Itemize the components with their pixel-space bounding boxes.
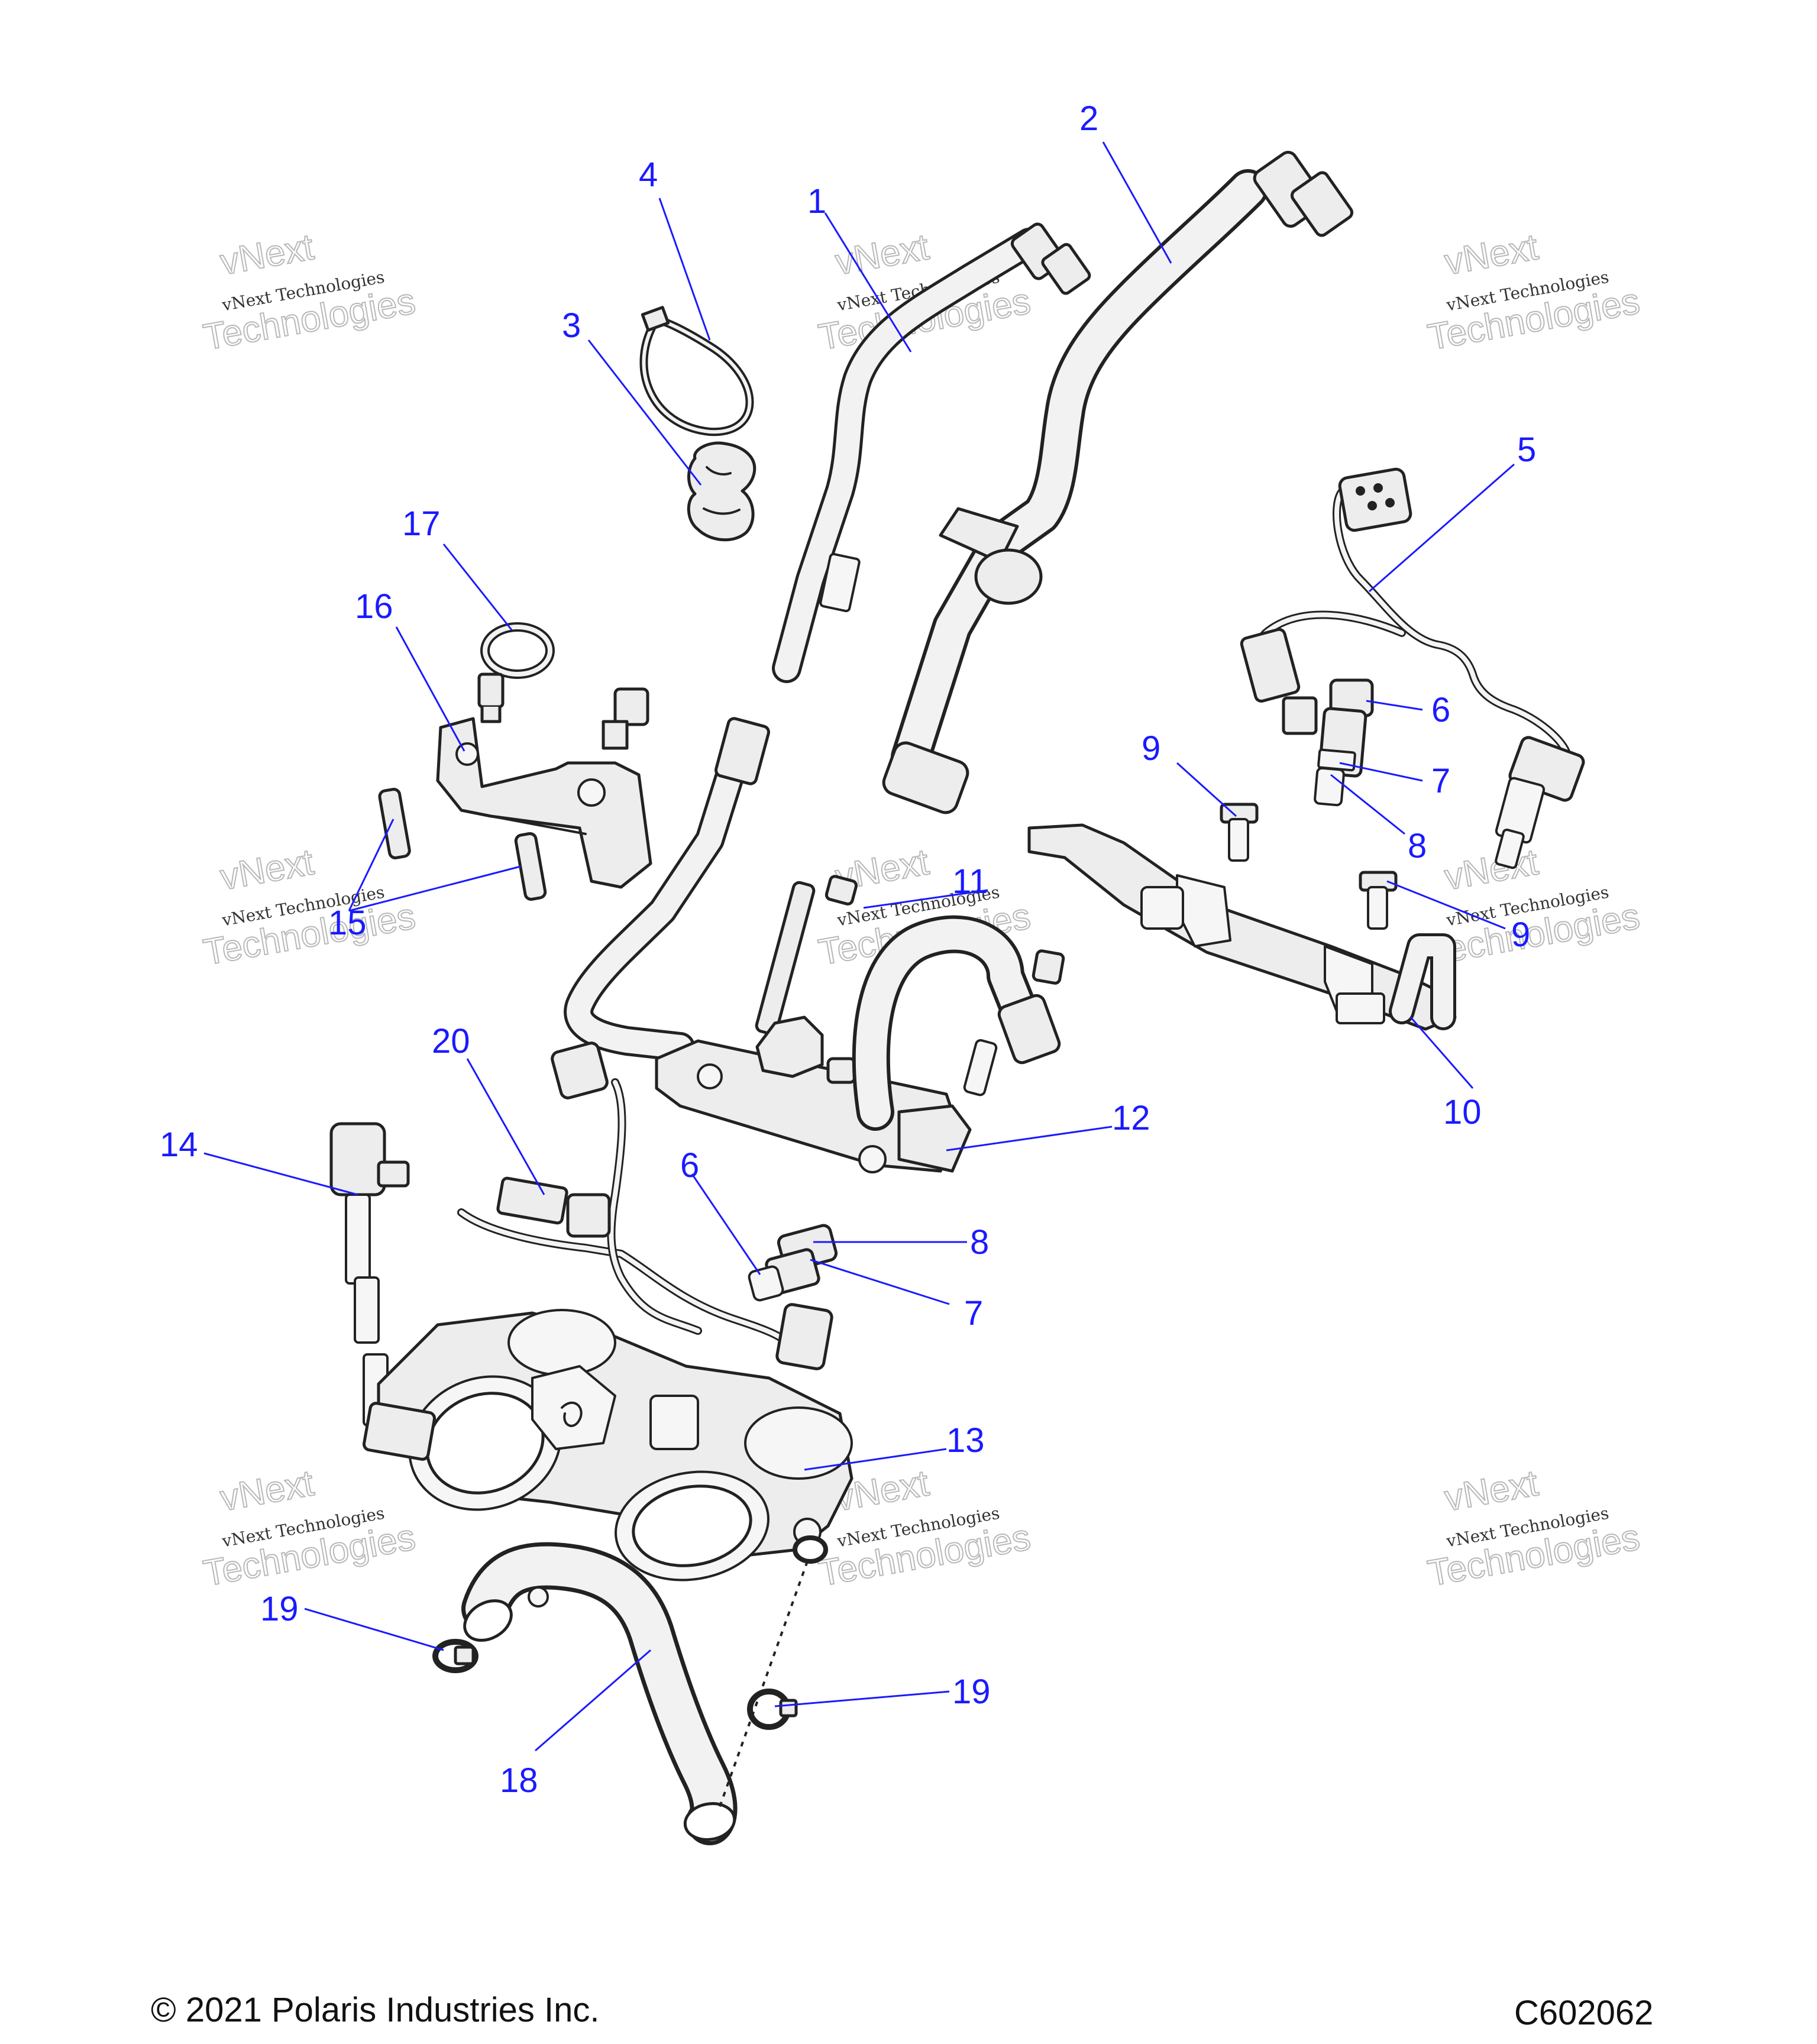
callout-1: 1 [807,182,826,221]
part-bolt-11 [755,875,858,1036]
part-injector-center [748,1224,838,1302]
callout-12: 12 [1112,1099,1150,1137]
leader-3 [587,339,702,486]
leader-16 [395,626,465,752]
callout-18: 18 [500,1761,538,1800]
watermark-big-text: vNext [1441,227,1541,283]
leader-6a [1366,700,1423,711]
callout-labels: 1 2 3 4 5 6 7 8 9 9 10 11 12 13 14 15 16… [160,99,1536,1800]
part-bolt-9a [1220,803,1259,862]
leader-15b [348,865,521,912]
leader-10 [1409,1017,1474,1089]
watermark-top-right: vNext Technologies vNext Technologies [1424,226,1643,358]
watermark-big-text: vNext [217,1463,316,1519]
callout-19b: 19 [952,1673,991,1711]
callout-10: 10 [1443,1093,1482,1131]
part-bracket-16 [436,717,652,889]
callout-8b: 8 [970,1223,989,1262]
leader-14 [203,1152,358,1196]
part-throttle-body-13 [362,1309,853,1581]
leader-1 [824,212,912,352]
callout-13: 13 [946,1421,985,1460]
leader-7b [810,1259,950,1305]
callout-19a: 19 [260,1590,299,1628]
watermark-big-text: vNext [1441,842,1541,898]
watermark-big-text: vNext [832,227,932,283]
watermark-bottom-right: vNext Technologies vNext Technologies [1424,1462,1643,1595]
part-clamp-13-hose [793,1535,828,1564]
part-grommet [687,441,756,542]
leader-19a [304,1608,444,1651]
assembly-dotted-line [717,1561,809,1810]
leader-9b [1386,880,1506,930]
part-sensor-14 [329,1122,410,1427]
leader-18 [535,1649,651,1752]
leader-13 [804,1448,947,1471]
watermark-mid-left: vNext Technologies vNext Technologies [200,841,419,974]
watermark-top-left: vNext Technologies vNext Technologies [200,226,419,358]
callout-7a: 7 [1431,762,1450,800]
copyright-text: © 2021 Polaris Industries Inc. [151,1991,600,2029]
part-fuel-rail-10 [1027,823,1457,1031]
part-fuel-line-1 [772,222,1091,683]
watermark-big-text: vNext [217,842,316,898]
leader-7a [1339,762,1423,782]
part-bolt-15b [514,832,547,901]
part-clamp-19b [747,1689,798,1730]
callout-9b: 9 [1511,916,1530,954]
part-bolt-15a [378,787,411,859]
part-bolt-9b [1359,871,1398,930]
leader-8a [1330,774,1405,835]
callout-9a: 9 [1142,729,1160,768]
callout-7b: 7 [964,1294,983,1333]
part-fuel-rail-12 [564,717,1065,1173]
leader-11 [863,889,988,909]
diagram-code: C602062 [1514,1994,1654,2032]
leader-4 [658,198,711,341]
part-clamp-19a [432,1639,479,1673]
callout-20: 20 [432,1022,470,1060]
part-wire-harness-5 [1240,467,1585,869]
part-stud [602,687,649,750]
callout-6b: 6 [680,1146,699,1185]
callout-3: 3 [562,306,581,345]
leader-15a [348,819,395,911]
callout-6a: 6 [1431,691,1450,729]
part-injector-right [1314,678,1374,807]
callout-14: 14 [160,1126,198,1164]
callout-2: 2 [1079,99,1098,138]
leader-9a [1176,762,1237,817]
callout-8a: 8 [1408,827,1427,865]
callout-16: 16 [355,587,393,626]
part-fuel-line-2 [882,151,1354,814]
leader-17 [442,544,513,630]
callout-4: 4 [639,156,658,194]
leader-19b [774,1690,950,1707]
leader-2 [1102,141,1172,264]
watermark-big-text: vNext [1441,1463,1541,1519]
leader-12 [946,1126,1113,1152]
part-clamp-17 [477,622,555,723]
callout-5: 5 [1517,431,1536,469]
part-wire-harness-20 [457,1042,833,1370]
leader-5 [1369,463,1515,593]
watermark-bottom-left: vNext Technologies vNext Technologies [200,1462,419,1595]
callout-17: 17 [402,504,441,543]
leader-6b [691,1173,761,1275]
callout-15: 15 [328,904,367,942]
part-cable-tie [639,306,754,436]
part-hose-18 [461,1542,738,1845]
leader-20 [466,1058,545,1195]
leader-lines [203,141,1515,1752]
watermark-big-text: vNext [217,227,316,283]
callout-11: 11 [952,862,988,901]
